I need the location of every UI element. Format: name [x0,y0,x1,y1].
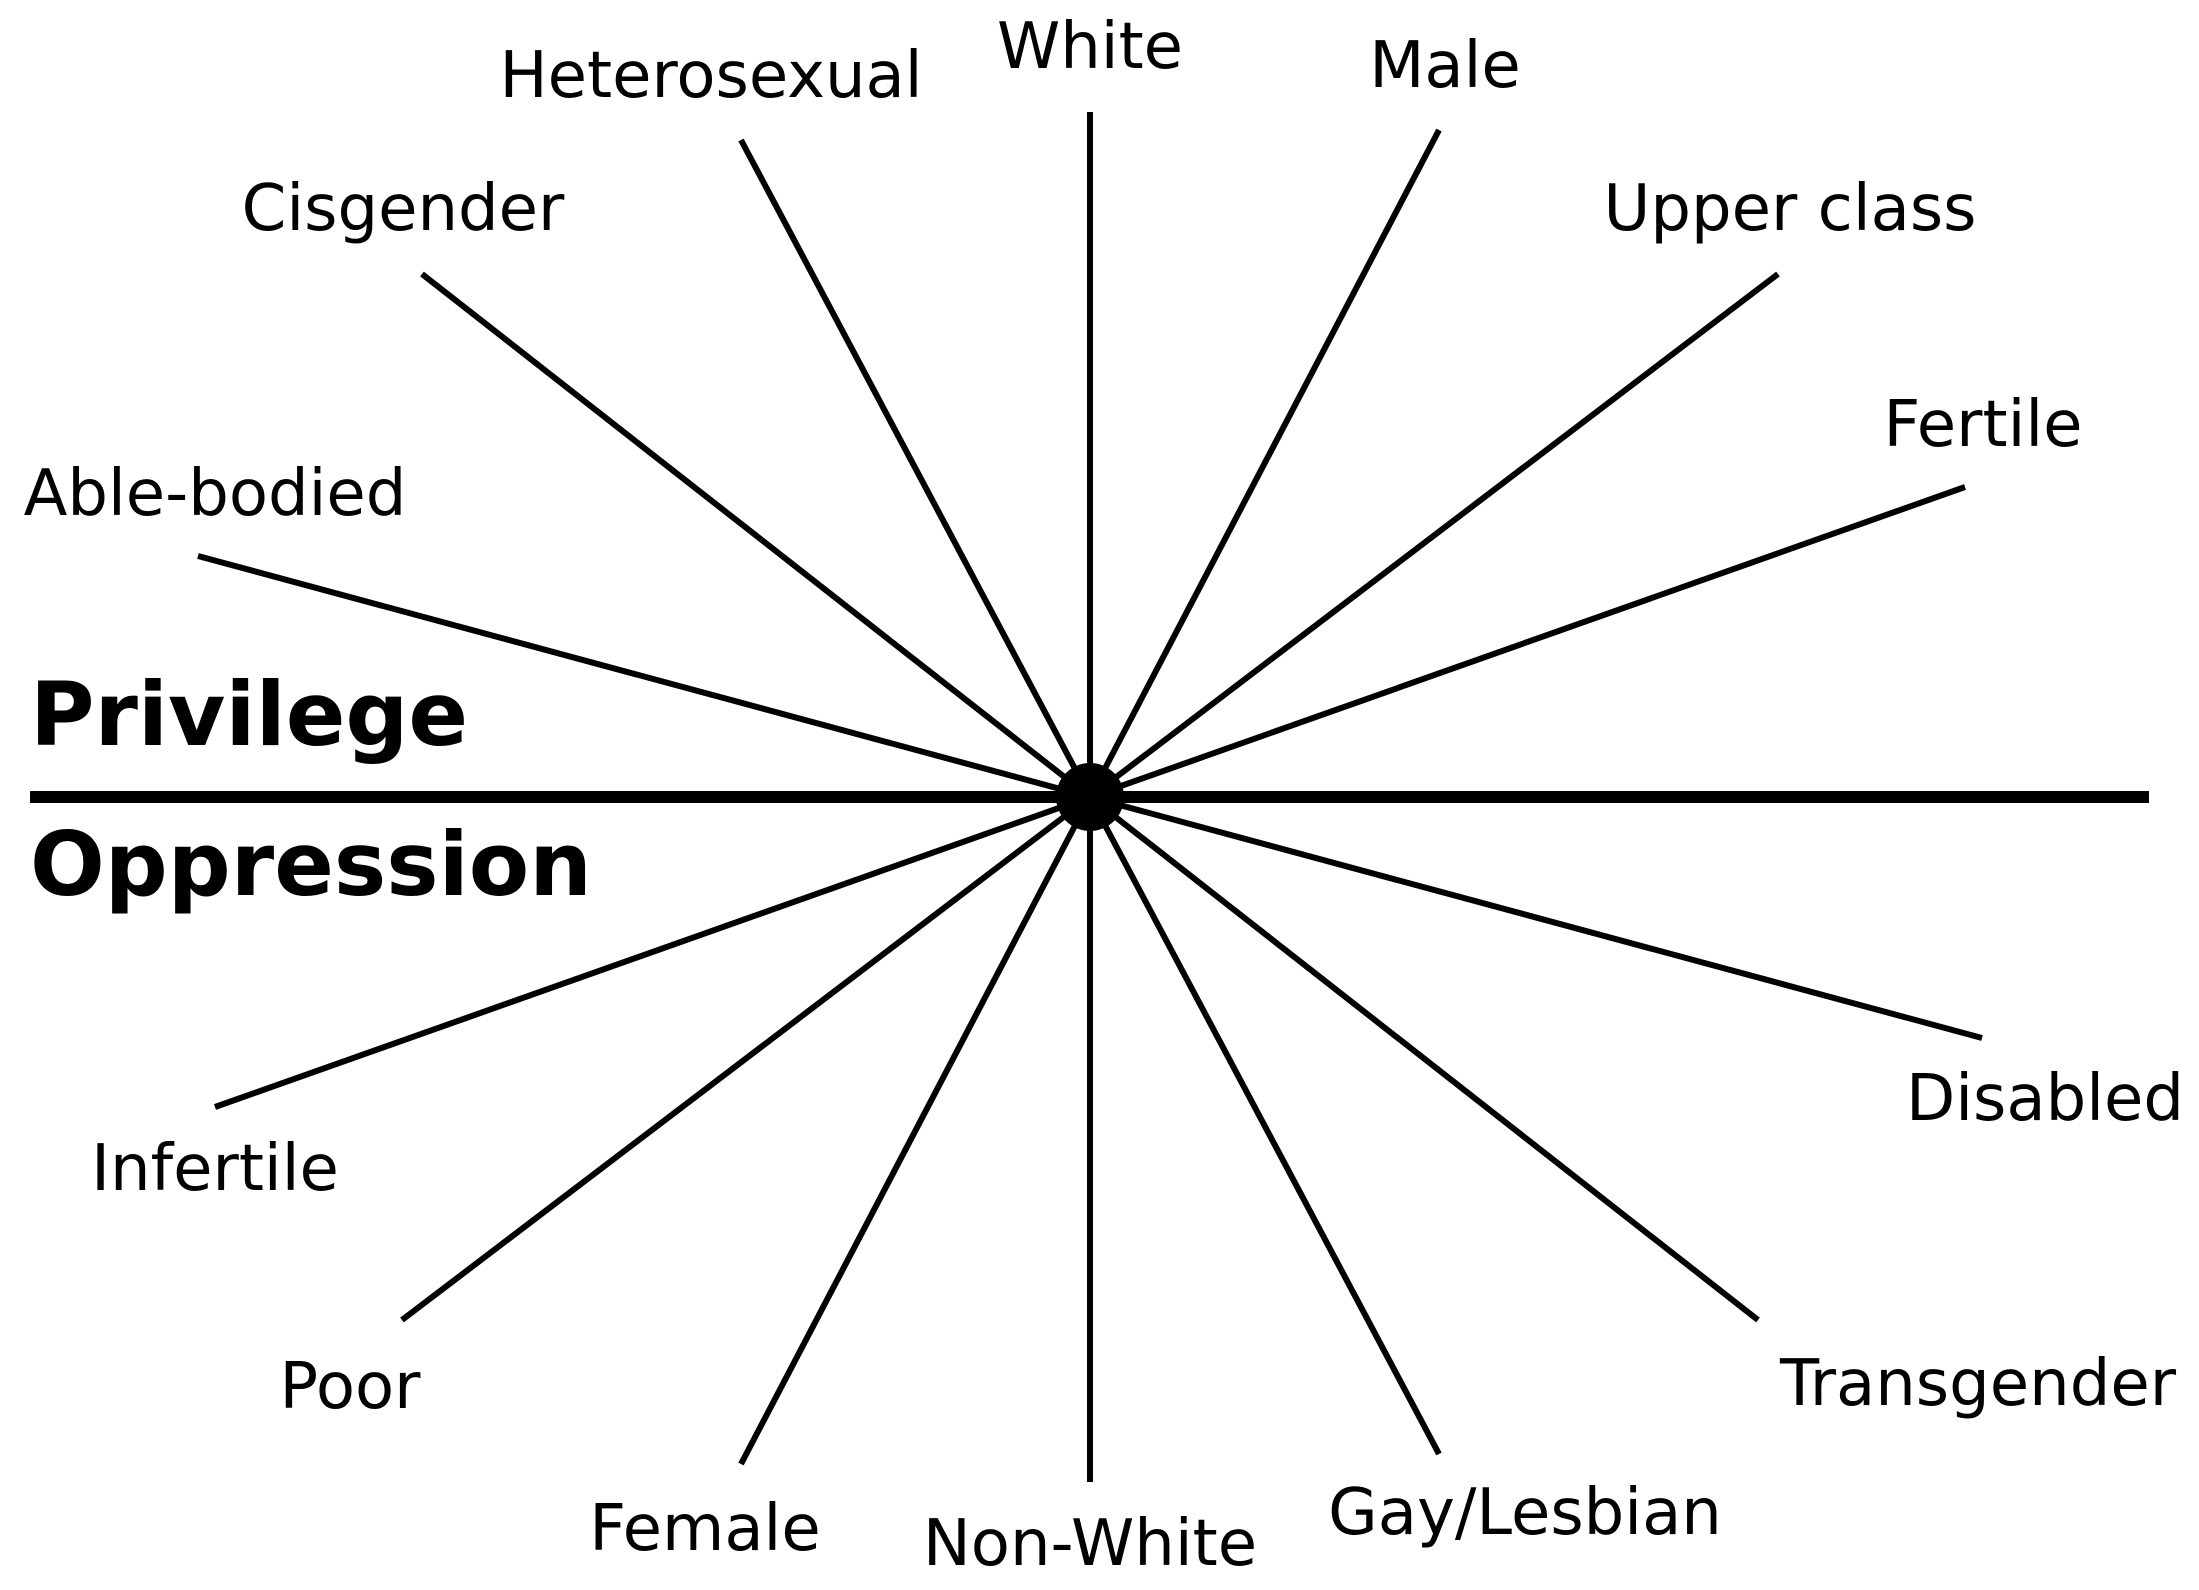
oppression-label: Oppression [30,813,592,916]
label-heterosexual: Heterosexual [499,39,922,113]
label-female: Female [589,1492,820,1566]
label-white: White [997,10,1183,84]
label-poor: Poor [280,1350,422,1424]
label-non-white: Non-White [923,1507,1257,1581]
label-upper-class: Upper class [1604,172,1977,246]
label-transgender: Transgender [1779,1347,2177,1421]
label-male: Male [1369,29,1521,103]
label-cisgender: Cisgender [242,172,565,246]
label-infertile: Infertile [91,1132,339,1206]
label-fertile: Fertile [1883,388,2082,462]
label-able-bodied: Able-bodied [24,457,407,531]
center-node [1056,763,1124,831]
label-disabled: Disabled [1906,1062,2184,1136]
privilege-label: Privilege [30,663,468,766]
label-gay-lesbian: Gay/Lesbian [1328,1476,1722,1550]
